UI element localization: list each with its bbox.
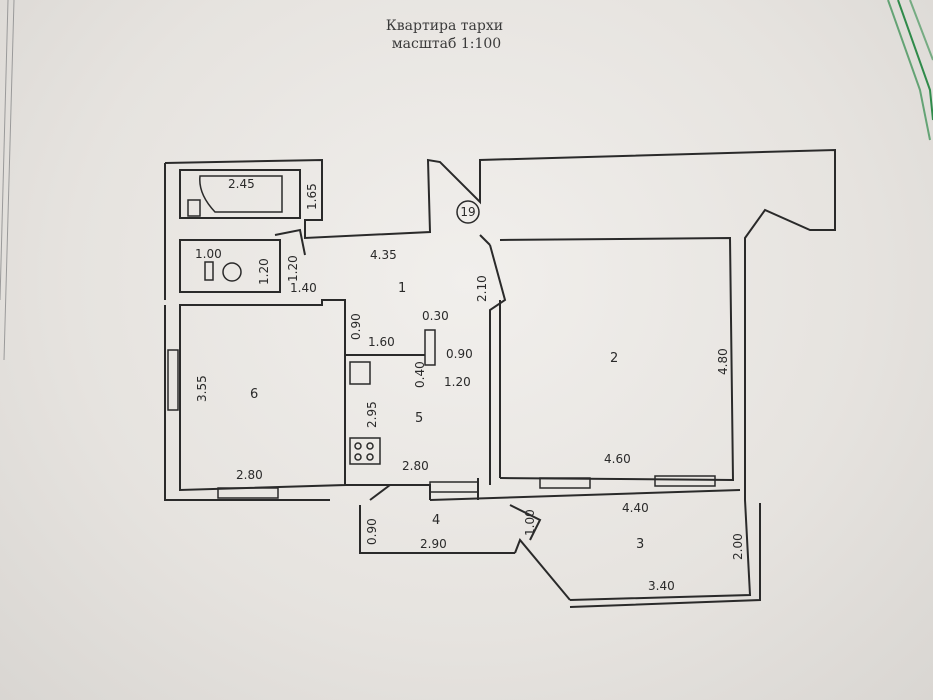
room-number-6: 6 [250,387,258,402]
dim-balc-mid: 1.00 [523,509,537,536]
dim-wc-width: 1.00 [195,247,222,261]
dim-balc3-bottom: 3.40 [648,579,675,593]
plan-scale: масштаб 1:100 [391,36,502,52]
dim-niche-h: 0.40 [413,361,427,388]
dim-kitchen-r1: 0.90 [446,347,473,361]
dim-wc-d2: 1.20 [286,255,300,282]
stove-icon [349,437,381,465]
plan-title: Квартира тархи [385,18,504,34]
dim-balc3-height: 2.00 [731,533,745,560]
dim-room6-bottom: 2.80 [236,468,263,482]
vent-niche-icon [424,329,436,366]
dim-bath-height: 1.65 [305,183,319,210]
dim-hall-right: 2.10 [475,275,489,302]
dim-balc4-bottom: 2.90 [420,537,447,551]
fixtures [187,175,436,465]
windows [167,349,716,499]
dim-kitchen-bottom: 2.80 [402,459,429,473]
dim-kitchen-top: 1.60 [368,335,395,349]
room-number-2: 2 [610,351,618,366]
toilet-icon [222,262,242,282]
dim-room6-height: 3.55 [195,375,209,402]
room-number-3: 3 [636,537,644,552]
dim-niche-w: 0.30 [422,309,449,323]
dim-balc4-height: 0.90 [365,518,379,545]
section-marker-circle [456,200,480,224]
room-number-1: 1 [398,281,406,296]
sink-icon [187,199,201,217]
dim-kitchen-r2: 1.20 [444,375,471,389]
dim-hall-top: 4.35 [370,248,397,262]
wc-tank-icon [204,261,214,281]
section-marker-label: 19 [460,205,475,219]
dim-kitchen-height: 2.95 [365,401,379,428]
dim-wc-d1: 1.20 [257,258,271,285]
left-edge-lines [0,0,15,361]
dim-room2-bottom: 4.60 [604,452,631,466]
dim-room2-height: 4.80 [716,348,730,375]
dim-bath-tub: 2.45 [228,177,255,191]
dim-kitchen-v1: 0.90 [349,313,363,340]
walls [164,148,836,608]
bathtub-icon [199,175,283,213]
room-number-5: 5 [415,411,423,426]
green-border-ornament [887,0,933,141]
kitchen-sink-icon [349,361,371,385]
room-number-4: 4 [432,513,440,528]
dim-hall-left: 1.40 [290,281,317,295]
dim-balc3-top: 4.40 [622,501,649,515]
